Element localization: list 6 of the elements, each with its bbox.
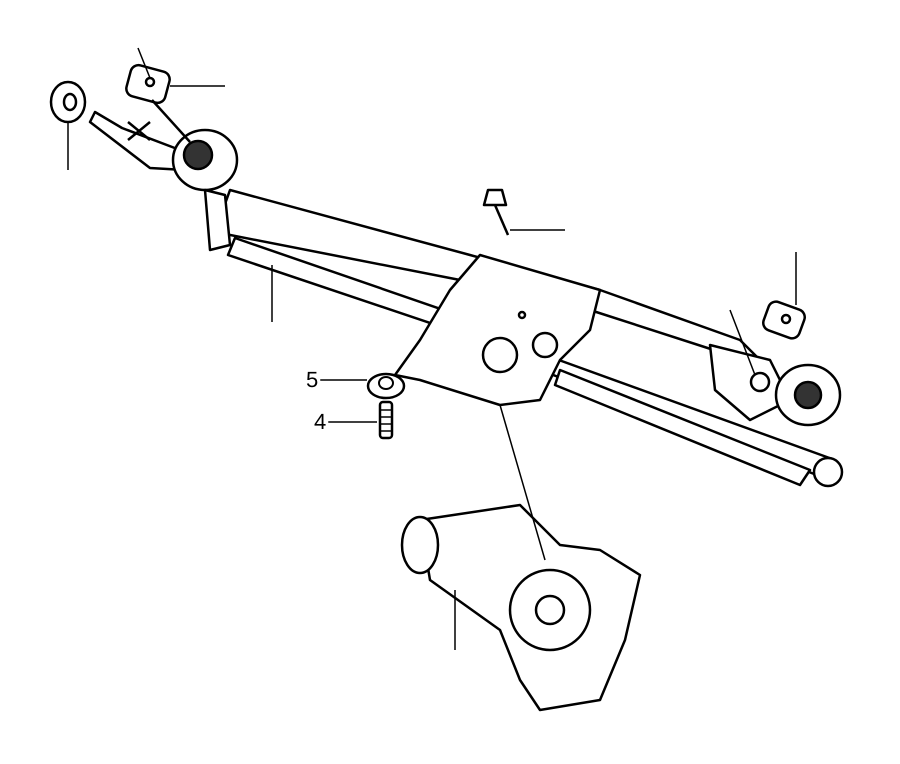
nut-drawing: [366, 372, 406, 400]
leader-line: [320, 379, 367, 381]
bolt-drawing: [376, 400, 396, 440]
callout-number: 5: [306, 369, 318, 391]
leader-line: [328, 421, 377, 423]
callout-number: 4: [314, 411, 326, 433]
